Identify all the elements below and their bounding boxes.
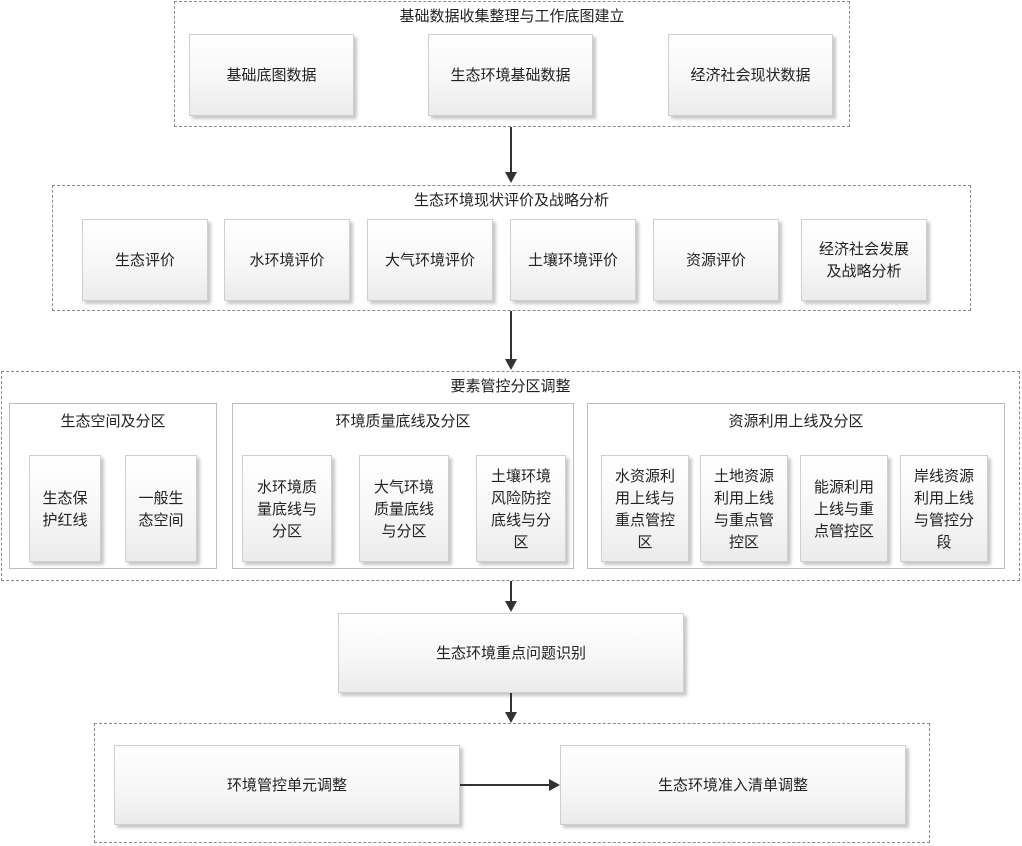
arrow-1-head [505, 172, 517, 183]
node-water-quality-bottomline: 水环境质量底线与分区 [242, 455, 332, 562]
node-energy-ceiling: 能源利用上线与重点管控区 [800, 455, 888, 562]
node-base-map-data: 基础底图数据 [189, 34, 354, 116]
arrow-4-head [505, 712, 517, 723]
group-status-evaluation [52, 185, 971, 311]
node-control-unit-adjustment: 环境管控单元调整 [114, 745, 460, 825]
node-general-eco-space: 一般生态空间 [125, 455, 197, 562]
node-water-resource-ceiling: 水资源利用上线与重点管控区 [601, 455, 689, 562]
arrow-3-head [505, 601, 517, 612]
node-air-env-evaluation: 大气环境评价 [367, 219, 493, 301]
node-resource-evaluation: 资源评价 [653, 219, 779, 301]
node-soil-env-evaluation: 土壤环境评价 [510, 219, 636, 301]
arrow-5-head [549, 779, 560, 791]
node-eco-env-base-data: 生态环境基础数据 [428, 34, 593, 116]
group-basic-data-title: 基础数据收集整理与工作底图建立 [399, 7, 625, 25]
node-socioeconomic-data: 经济社会现状数据 [668, 34, 833, 116]
node-shoreline-ceiling: 岸线资源利用上线与管控分段 [900, 455, 988, 562]
node-socioeconomic-strategy: 经济社会发展及战略分析 [801, 219, 927, 301]
arrow-4-line [510, 693, 512, 712]
arrow-1-line [510, 127, 512, 173]
arrow-2-line [510, 311, 512, 359]
group-element-zoning [1, 371, 1020, 581]
node-eco-redline: 生态保护红线 [29, 455, 101, 562]
subgroup-env-quality-title: 环境质量底线及分区 [335, 412, 471, 430]
node-land-resource-ceiling: 土地资源利用上线与重点管控区 [700, 455, 788, 562]
arrow-3-line [510, 581, 512, 601]
arrow-2-head [505, 359, 517, 370]
arrow-5-line [460, 784, 550, 786]
node-air-quality-bottomline: 大气环境质量底线与分区 [359, 455, 449, 562]
group-adjustment [94, 723, 930, 843]
node-eco-evaluation: 生态评价 [82, 219, 208, 301]
node-access-list-adjustment: 生态环境准入清单调整 [560, 745, 906, 825]
node-soil-risk-bottomline: 土壤环境风险防控底线与分区 [476, 455, 566, 562]
group-element-zoning-title: 要素管控分区调整 [450, 377, 571, 395]
subgroup-resource-ceiling-title: 资源利用上线及分区 [728, 412, 864, 430]
group-basic-data [174, 1, 850, 127]
node-key-issue-identification: 生态环境重点问题识别 [338, 613, 684, 693]
node-water-env-evaluation: 水环境评价 [224, 219, 350, 301]
group-status-evaluation-title: 生态环境现状评价及战略分析 [413, 191, 609, 209]
subgroup-eco-space-title: 生态空间及分区 [60, 412, 166, 430]
